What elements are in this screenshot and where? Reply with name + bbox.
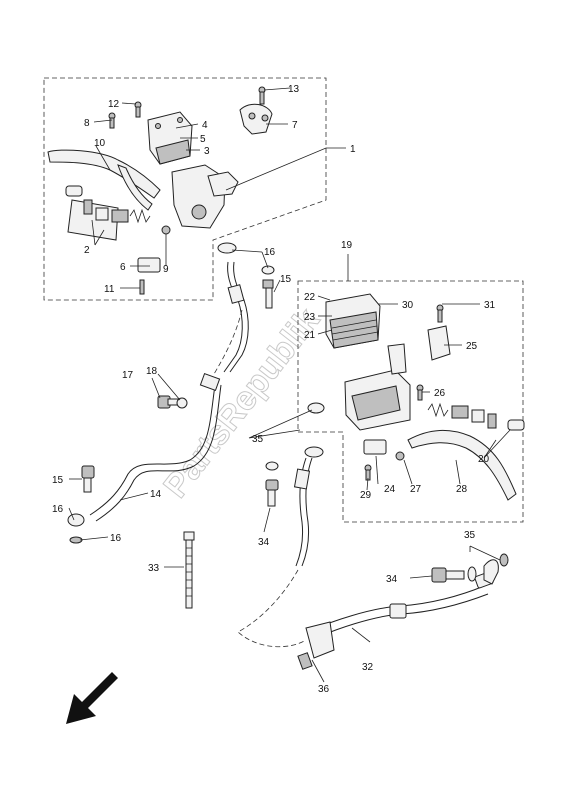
callout-22: 22 xyxy=(304,292,316,303)
callout-1: 1 xyxy=(350,144,356,155)
callout-31: 31 xyxy=(484,300,496,311)
callout-16c: 16 xyxy=(264,247,276,258)
rear-banjo-bolt-set xyxy=(265,402,325,507)
front-master-group-box xyxy=(43,77,327,301)
rear-reservoir xyxy=(325,293,381,349)
callout-28: 28 xyxy=(456,484,468,495)
callout-6: 6 xyxy=(120,262,126,273)
callout-12: 12 xyxy=(108,99,120,110)
front-upper-brake-hose xyxy=(217,242,249,373)
direction-arrow xyxy=(66,672,118,724)
callout-35b: 35 xyxy=(464,530,476,541)
hose-link-dash-1 xyxy=(213,309,243,375)
callout-18: 18 xyxy=(146,366,158,377)
callout-15b: 15 xyxy=(280,274,292,285)
callout-8: 8 xyxy=(84,118,90,129)
callout-4: 4 xyxy=(202,120,208,131)
callout-labels: 1 2 3 4 5 6 7 8 9 10 11 12 13 14 15 15 1… xyxy=(52,84,496,695)
front-master-cylinder-body xyxy=(171,164,239,229)
callout-14: 14 xyxy=(150,489,162,500)
callout-33: 33 xyxy=(148,563,160,574)
callout-34a: 34 xyxy=(258,537,270,548)
rear-master-cylinder-body xyxy=(344,343,411,431)
front-brake-hose-14 xyxy=(67,372,222,544)
brake-hose-clamp-36 xyxy=(297,621,335,670)
union-bolt-34 xyxy=(431,566,477,583)
callout-32: 32 xyxy=(362,662,374,673)
front-banjo-bolt-set xyxy=(261,265,275,309)
callout-16a: 16 xyxy=(52,504,64,515)
callout-24: 24 xyxy=(384,484,396,495)
callout-36: 36 xyxy=(318,684,330,695)
front-union-bolt-17-18 xyxy=(157,395,188,409)
rear-upper-brake-hose xyxy=(293,446,324,567)
callout-35a: 35 xyxy=(252,434,264,445)
callout-7: 7 xyxy=(292,120,298,131)
callout-30: 30 xyxy=(402,300,414,311)
callout-2: 2 xyxy=(84,245,90,256)
rear-master-holder xyxy=(427,304,451,361)
callout-19: 19 xyxy=(341,240,353,251)
rear-brake-lever xyxy=(407,429,517,501)
callout-23: 23 xyxy=(304,312,316,323)
rear-switch-parts xyxy=(363,384,424,481)
brake-hose-32 xyxy=(311,553,509,639)
front-reservoir-cap xyxy=(147,111,193,165)
cable-tie-33 xyxy=(183,531,195,609)
callout-5: 5 xyxy=(200,134,206,145)
front-switch-parts xyxy=(108,86,266,295)
callout-9: 9 xyxy=(163,264,169,275)
callout-13: 13 xyxy=(288,84,300,95)
callout-21: 21 xyxy=(304,330,316,341)
callout-3: 3 xyxy=(204,146,210,157)
callout-17: 17 xyxy=(122,370,134,381)
callout-15a: 15 xyxy=(52,475,64,486)
callout-16b: 16 xyxy=(110,533,122,544)
callout-27: 27 xyxy=(410,484,422,495)
rear-master-group-box xyxy=(297,280,524,523)
callout-11: 11 xyxy=(104,284,115,295)
callout-25: 25 xyxy=(466,341,478,352)
callout-26: 26 xyxy=(434,388,446,399)
front-master-holder xyxy=(239,103,273,135)
callout-34b: 34 xyxy=(386,574,398,585)
front-brake-lever xyxy=(47,149,161,211)
leader-lines xyxy=(68,87,511,683)
callout-20: 20 xyxy=(478,454,490,465)
rear-piston-kit xyxy=(427,402,525,431)
callout-10: 10 xyxy=(94,138,106,149)
hose-link-dash-2 xyxy=(237,569,307,648)
front-piston-kit xyxy=(65,185,151,241)
callout-29: 29 xyxy=(360,490,372,501)
